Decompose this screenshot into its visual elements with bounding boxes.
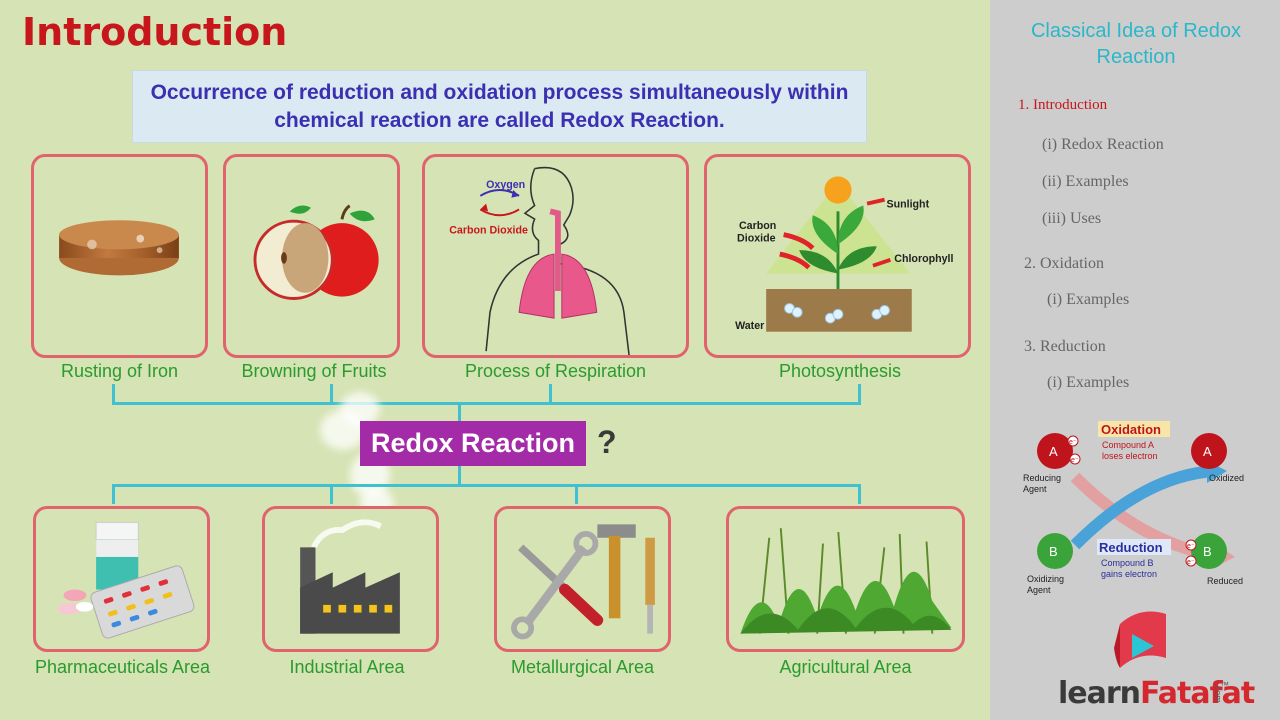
oxidation-desc-1: Compound A [1102, 440, 1154, 450]
electron-label: e⁻ [1187, 559, 1195, 566]
co2-label-2: Dioxide [737, 232, 776, 244]
co2-label: Carbon Dioxide [449, 225, 528, 237]
label-pharmaceuticals: Pharmaceuticals Area [34, 657, 211, 677]
tools-icon [511, 524, 655, 640]
question-mark: ? [597, 424, 617, 460]
water-label: Water [735, 320, 764, 332]
plant-photosynthesis-icon: Sunlight Carbon Dioxide Chlorophyll Wate… [735, 176, 954, 332]
electron-label: e⁻ [1187, 543, 1195, 550]
brand-part-2: Fatafat [1140, 676, 1255, 711]
crops-icon [740, 528, 952, 634]
sunlight-label: Sunlight [887, 198, 930, 210]
apple-icon [253, 204, 379, 300]
lungs-icon: Oxygen Carbon Dioxide [449, 166, 630, 355]
reduction-desc-2: gains electron [1101, 569, 1157, 579]
reducing-agent-1: Reducing [1023, 473, 1061, 483]
toc-item-introduction[interactable]: 1. Introduction [1018, 97, 1108, 113]
sidebar-title: Classical Idea of Redox Reaction [1030, 20, 1242, 68]
reduction-label: Reduction [1099, 540, 1163, 555]
chlorophyll-label: Chlorophyll [894, 253, 953, 265]
connector-line [112, 402, 861, 405]
connector-line [858, 384, 861, 404]
reduced-label: Reduced [1207, 576, 1243, 586]
reducing-agent-2: Agent [1023, 484, 1047, 494]
connector-line [458, 402, 461, 422]
card-respiration: Oxygen Carbon Dioxide [422, 154, 689, 358]
label-industrial: Industrial Area [289, 657, 405, 677]
electron-label: e⁻ [1069, 439, 1077, 446]
toc-item-reduction[interactable]: 3. Reduction [1024, 338, 1106, 355]
connector-line [330, 384, 333, 404]
label-respiration: Process of Respiration [464, 361, 647, 381]
redox-reaction-label: Redox Reaction [360, 421, 586, 466]
connector-line [858, 484, 861, 504]
oxidation-desc-2: loses electron [1102, 451, 1158, 461]
smoke-cloud [340, 392, 380, 426]
toc-item-reduction-examples[interactable]: (i) Examples [1047, 374, 1130, 391]
co2-label-1: Carbon [739, 220, 776, 232]
sidebar [990, 0, 1280, 720]
brand-wordmark: learnFatafat [1058, 676, 1255, 711]
toc-item-oxidation-examples[interactable]: (i) Examples [1047, 291, 1130, 308]
toc-item-examples[interactable]: (ii) Examples [1042, 173, 1129, 190]
definition-box: Occurrence of reduction and oxidation pr… [132, 70, 867, 143]
connector-line [112, 484, 861, 487]
label-agricultural: Agricultural Area [779, 657, 912, 677]
label-browning-fruits: Browning of Fruits [241, 361, 387, 381]
learnfatafat-logo-icon [1114, 611, 1166, 668]
card-browning-fruits [223, 154, 400, 358]
connector-line [112, 384, 115, 404]
connector-line [549, 384, 552, 404]
connector-line [330, 484, 333, 504]
toc-item-redox-reaction[interactable]: (i) Redox Reaction [1042, 136, 1164, 153]
reduction-desc-1: Compound B [1101, 558, 1154, 568]
factory-icon [300, 519, 400, 634]
card-pharmaceuticals [33, 506, 210, 652]
toc-item-uses[interactable]: (iii) Uses [1042, 210, 1102, 227]
card-metallurgical [494, 506, 671, 652]
card-agricultural [726, 506, 965, 652]
redox-electron-diagram: A A B B e⁻ e⁻ e⁻ e⁻ Oxidation Compound A… [1023, 421, 1244, 595]
oxidizing-agent-1: Oxidizing [1027, 574, 1064, 584]
oxygen-label: Oxygen [486, 179, 525, 191]
label-photosynthesis: Photosynthesis [778, 361, 902, 381]
connector-line [458, 466, 461, 486]
medicine-icon [57, 521, 195, 639]
card-industrial [262, 506, 439, 652]
connector-line [112, 484, 115, 504]
oxidized-label: Oxidized [1209, 473, 1244, 483]
electron-label: e⁻ [1071, 457, 1079, 464]
card-photosynthesis: Sunlight Carbon Dioxide Chlorophyll Wate… [704, 154, 971, 358]
atom-a-label: A [1049, 444, 1058, 459]
oxidation-label: Oxidation [1101, 422, 1161, 437]
atom-b-label: B [1049, 544, 1058, 559]
atom-b-reduced-label: B [1203, 544, 1212, 559]
label-metallurgical: Metallurgical Area [510, 657, 655, 677]
oxidizing-agent-2: Agent [1027, 585, 1051, 595]
label-rusting-iron: Rusting of Iron [60, 361, 179, 381]
page-title: Introduction [22, 10, 288, 54]
toc-item-oxidation[interactable]: 2. Oxidation [1024, 255, 1104, 272]
atom-a-oxidized-label: A [1203, 444, 1212, 459]
brand-trademark: ™ [1220, 680, 1229, 690]
brand-part-1: learn [1058, 676, 1141, 711]
rusty-iron-icon [59, 220, 179, 276]
connector-line [575, 484, 578, 504]
main-slide: Introduction Occurrence of reduction and… [22, 10, 971, 677]
card-rusting-iron [31, 154, 208, 358]
